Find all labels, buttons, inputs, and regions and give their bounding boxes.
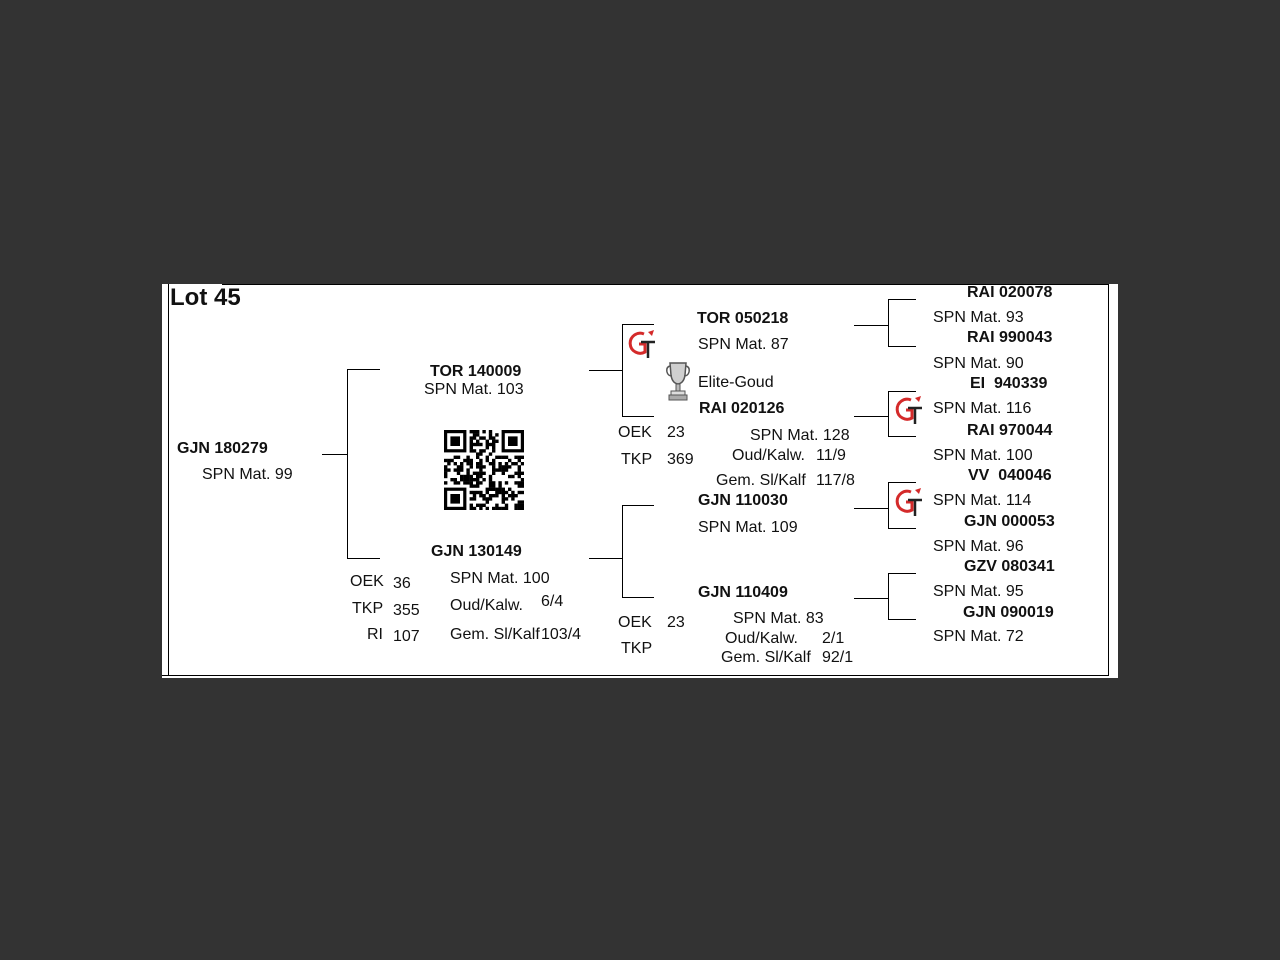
dam-dam-name: GJN 110409 [698,584,788,601]
connector-line [888,391,889,436]
animal-spn: SPN Mat. 99 [202,466,293,483]
connector-line [888,573,889,619]
gen3-spn: SPN Mat. 114 [933,492,1032,509]
dam-spn: SPN Mat. 100 [450,570,550,587]
lot-title: Lot 45 [170,284,241,311]
sire-dam-oek-value: 23 [667,424,685,441]
connector-line [888,573,916,574]
dam-tkp-value: 355 [393,602,420,619]
connector-line [622,505,623,597]
sire-dam-oud-label: Oud/Kalw. [732,447,805,464]
connector-line [347,369,380,370]
connector-line [622,324,623,416]
animal-name: GJN 180279 [177,440,268,457]
gen3-spn: SPN Mat. 93 [933,309,1024,326]
gt-logo-icon [895,396,922,424]
trophy-icon [666,362,690,401]
connector-line [888,482,889,528]
connector-line [888,346,916,347]
connector-line [347,369,348,558]
gen3-name: VV 040046 [968,467,1052,484]
dam-ri-value: 107 [393,628,420,645]
sire-dam-oek-label: OEK [618,424,652,441]
frame-left-border [168,284,169,676]
connector-line [888,391,916,392]
dam-dam-tkp-label: TKP [621,640,653,657]
sire-sire-spn: SPN Mat. 87 [698,336,789,353]
dam-dam-spn: SPN Mat. 83 [733,610,824,627]
frame-top-border [222,284,1109,285]
gt-logo-icon [895,488,922,516]
connector-line [888,528,916,529]
sire-dam-tkp-value: 369 [667,451,694,468]
gen3-spn: SPN Mat. 72 [933,628,1024,645]
connector-line [322,454,347,455]
gt-logo-icon [628,330,655,358]
gen3-spn: SPN Mat. 96 [933,538,1024,555]
dam-oek-label: OEK [350,573,384,590]
connector-line [888,619,916,620]
sire-dam-spn: SPN Mat. 128 [750,427,850,444]
pedigree-sheet: Lot 45 GJN 180279 SPN Mat. 99 TOR 140009… [162,284,1118,678]
sire-dam-tkp-label: TKP [621,451,653,468]
gen3-name: GZV 080341 [964,558,1055,575]
connector-line [589,558,622,559]
dam-oud-label: Oud/Kalw. [450,597,523,614]
sire-sire-name: TOR 050218 [697,310,789,327]
dam-dam-oek-value: 23 [667,614,685,631]
connector-line [622,324,654,325]
dam-gem-label: Gem. Sl/Kalf [450,626,540,643]
connector-line [854,598,888,599]
gen3-spn: SPN Mat. 90 [933,355,1024,372]
gen3-spn: SPN Mat. 100 [933,447,1033,464]
dam-dam-oud-label: Oud/Kalw. [725,630,798,647]
sire-dam-gem-value: 117/8 [816,472,855,489]
connector-line [888,482,916,483]
dam-gem-value: 103/4 [541,626,582,643]
gen3-name: EI 940339 [970,375,1048,392]
connector-line [854,416,888,417]
dam-tkp-label: TKP [352,600,384,617]
frame-right-border [1108,284,1109,676]
dam-dam-oud-value: 2/1 [822,630,845,647]
dam-ri-label: RI [367,626,383,643]
connector-line [854,325,888,326]
gen3-name: GJN 000053 [964,513,1055,530]
dam-sire-name: GJN 110030 [698,492,788,509]
connector-line [622,416,654,417]
connector-line [888,299,889,346]
connector-line [854,508,888,509]
gen3-name: GJN 090019 [963,604,1054,621]
sire-dam-name: RAI 020126 [699,400,785,417]
sire-spn: SPN Mat. 103 [424,381,524,398]
gen3-name: RAI 990043 [967,329,1053,346]
sire-sire-award: Elite-Goud [698,374,774,391]
frame-bottom-border [162,675,1109,676]
connector-line [347,558,380,559]
sire-name: TOR 140009 [430,363,522,380]
dam-oud-value: 6/4 [541,593,564,610]
dam-sire-spn: SPN Mat. 109 [698,519,798,536]
gen3-spn: SPN Mat. 95 [933,583,1024,600]
sire-dam-gem-label: Gem. Sl/Kalf [716,472,806,489]
gen3-spn: SPN Mat. 116 [933,400,1032,417]
dam-dam-oek-label: OEK [618,614,652,631]
connector-line [622,505,654,506]
dam-oek-value: 36 [393,575,411,592]
gen3-name: RAI 020078 [967,284,1053,301]
connector-line [888,436,916,437]
dam-dam-gem-label: Gem. Sl/Kalf [721,649,811,666]
qr-code-icon [444,430,524,510]
gen3-name: RAI 970044 [967,422,1053,439]
connector-line [589,370,622,371]
connector-line [888,299,916,300]
sire-dam-oud-value: 11/9 [816,447,846,464]
connector-line [622,597,654,598]
dam-dam-gem-value: 92/1 [822,649,854,666]
dam-name: GJN 130149 [431,543,522,560]
